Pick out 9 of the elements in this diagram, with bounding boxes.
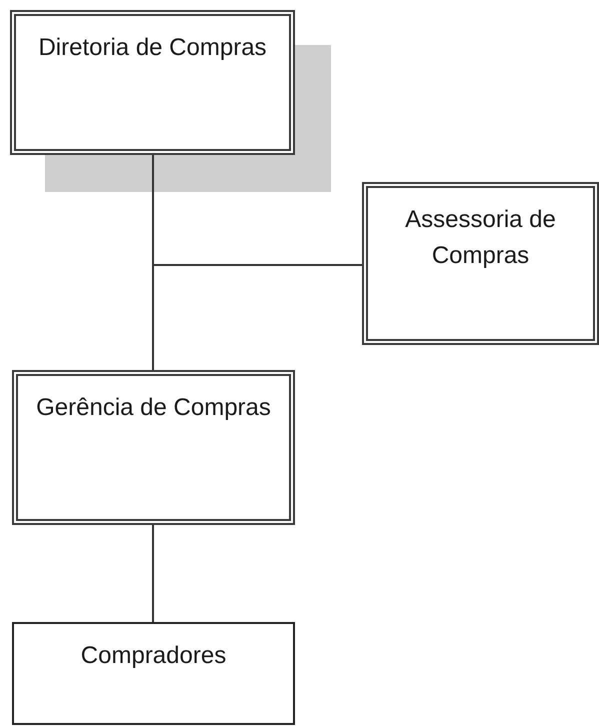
unit-name: Assessoria de Compras — [404, 205, 557, 271]
org-unit-box — [362, 182, 599, 345]
org-unit-box — [12, 622, 295, 725]
connector-line — [152, 525, 154, 622]
org-unit-box — [12, 370, 295, 525]
unit-name: Compradores — [80, 641, 226, 671]
org-unit-box — [10, 10, 295, 155]
unit-name: Diretoria de Compras — [38, 33, 267, 63]
unit-name: Gerência de Compras — [36, 393, 271, 423]
